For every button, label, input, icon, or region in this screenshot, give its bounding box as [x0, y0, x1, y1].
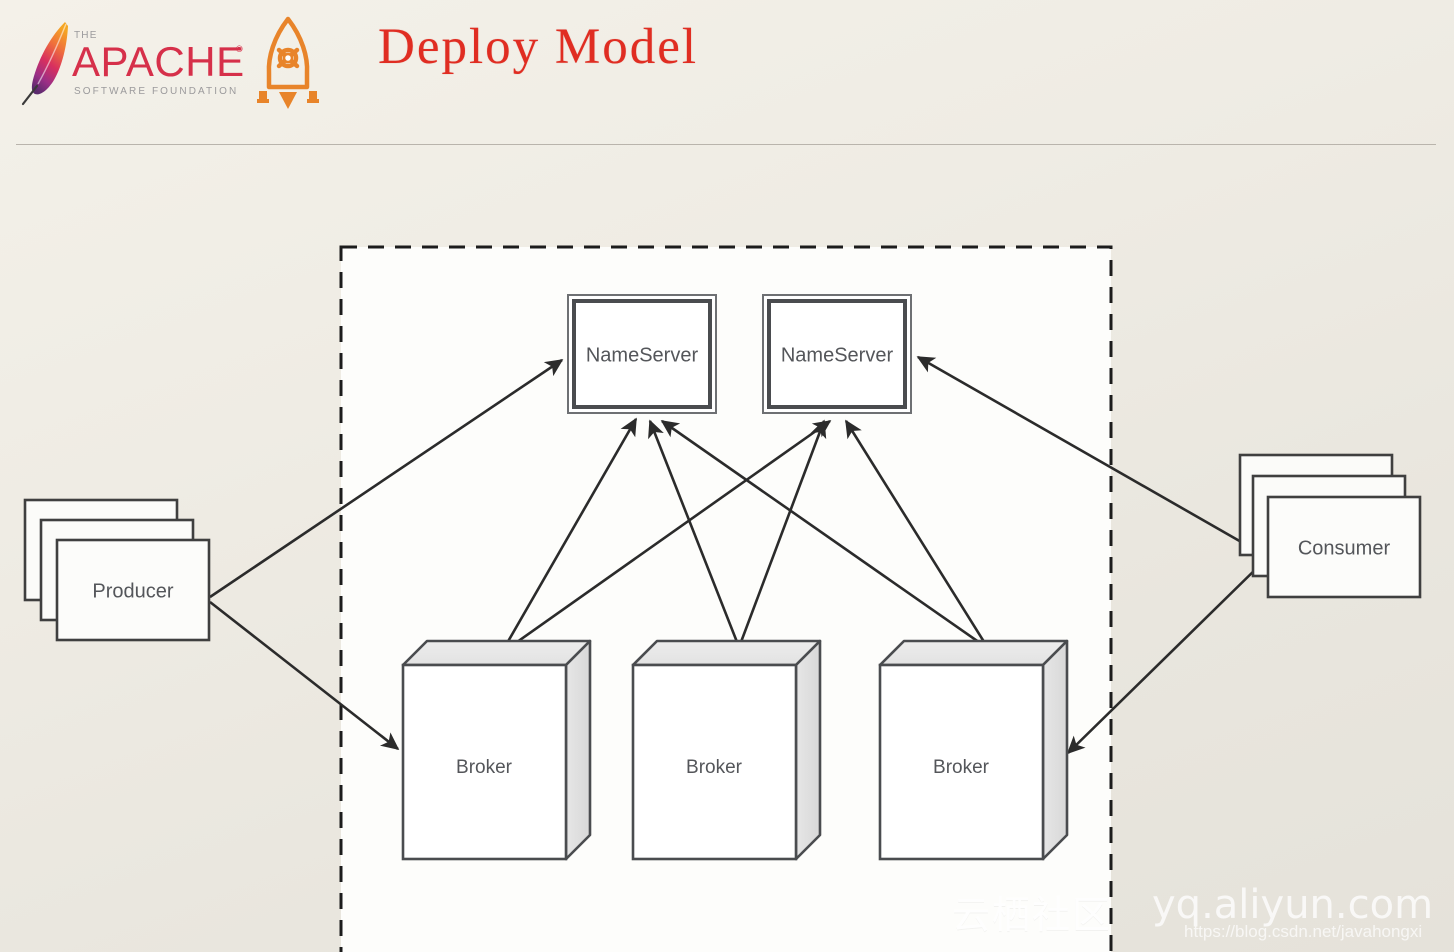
rocketmq-logo [253, 13, 323, 109]
edge-group [209, 355, 1265, 755]
broker-1-side-face [564, 639, 592, 861]
producer-label: Producer [92, 580, 173, 602]
broker-3-top-face [878, 639, 1069, 667]
consumer-stack-front [1266, 495, 1422, 599]
apache-feather-icon [21, 22, 68, 106]
edge-producer-to-nameserver1 [209, 358, 564, 599]
node-broker-2[interactable]: Broker [631, 639, 822, 861]
apache-logo-svg: THE APACHE ® SOFTWARE FOUNDATION [21, 22, 245, 106]
broker-1-label: Broker [456, 757, 513, 778]
broker-3-front-face [878, 663, 1045, 861]
watermark-blog-url: https://blog.csdn.net/javahongxi [1184, 922, 1423, 941]
edge-producer-to-broker1 [209, 600, 400, 751]
broker-2-top-face [631, 639, 822, 667]
edge-broker3-to-nameserver1 [660, 419, 984, 647]
diagram-svg: NameServer NameServer Broker Broker [23, 245, 1422, 952]
header-divider [16, 144, 1436, 145]
broker-2-label: Broker [686, 757, 743, 778]
broker-2-front-face [631, 663, 798, 861]
edge-consumer-to-broker3 [1066, 562, 1263, 755]
rocket-icon [257, 16, 319, 109]
nameserver-1-label: NameServer [586, 344, 699, 366]
edge-broker2-to-nameserver2 [739, 419, 827, 643]
apache-tagline: SOFTWARE FOUNDATION [74, 86, 238, 97]
broker-1-front-face [401, 663, 568, 861]
watermark-community: 云栖社区 [952, 893, 1113, 937]
apache-logo: THE APACHE ® SOFTWARE FOUNDATION [18, 14, 250, 106]
edge-broker1-to-nameserver2 [509, 419, 832, 649]
broker-2-side-face [794, 639, 822, 861]
edge-consumer-to-nameserver2 [916, 355, 1265, 557]
page-title: Deploy Model [378, 19, 699, 75]
deploy-model-diagram: NameServer NameServer Broker Broker [0, 145, 1454, 952]
apache-trademark-icon: ® [236, 44, 243, 54]
apache-the-text: THE [74, 30, 98, 41]
node-nameserver-2[interactable]: NameServer [762, 294, 912, 414]
nameserver-2-label: NameServer [781, 344, 894, 366]
node-producer[interactable]: Producer [23, 498, 211, 642]
node-consumer[interactable]: Consumer [1238, 453, 1422, 599]
node-broker-1[interactable]: Broker [401, 639, 592, 861]
edge-broker2-to-nameserver1 [648, 419, 739, 643]
watermark-site: yq.aliyun.com [1152, 882, 1434, 928]
slide-header: THE APACHE ® SOFTWARE FOUNDATION [0, 0, 1454, 145]
edge-broker1-to-nameserver1 [504, 417, 638, 646]
edge-broker3-to-nameserver2 [844, 419, 988, 646]
broker-3-label: Broker [933, 757, 990, 778]
node-broker-3[interactable]: Broker [878, 639, 1069, 861]
broker-3-side-face [1041, 639, 1069, 861]
producer-stack-front [55, 538, 211, 642]
node-nameserver-1[interactable]: NameServer [567, 294, 717, 414]
apache-wordmark: APACHE [72, 38, 245, 85]
consumer-label: Consumer [1298, 537, 1391, 559]
broker-1-top-face [401, 639, 592, 667]
